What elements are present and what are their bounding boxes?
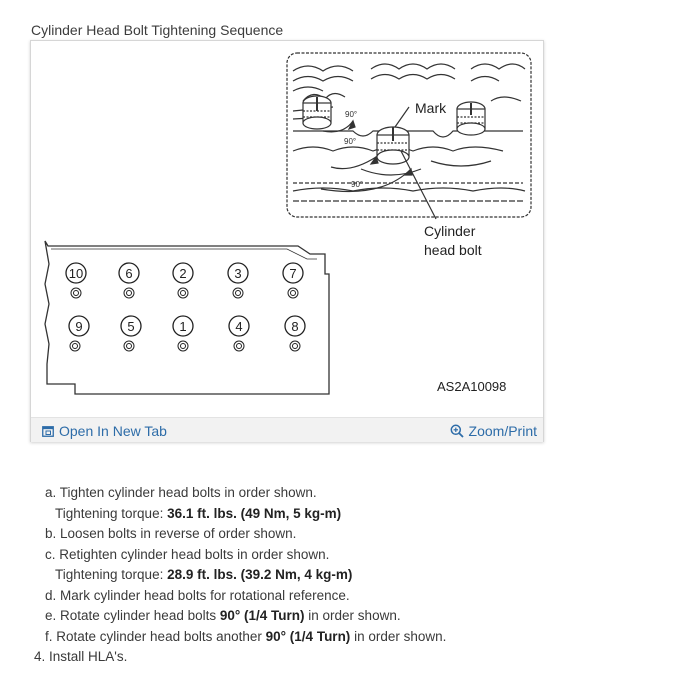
torque-prefix: Tightening torque: bbox=[55, 567, 168, 582]
figure-footer: Open In New Tab Zoom/Print bbox=[31, 417, 543, 442]
bolt-number: 5 bbox=[127, 319, 134, 334]
step-a-torque: Tightening torque: 36.1 ft. lbs. (49 Nm,… bbox=[55, 504, 341, 525]
bolt-position-5: 5 bbox=[120, 315, 142, 352]
bolt-number: 3 bbox=[234, 266, 241, 281]
bolt-position-9: 9 bbox=[68, 315, 90, 352]
step-a: a. Tighten cylinder head bolts in order … bbox=[45, 485, 317, 500]
step-b: b. Loosen bolts in reverse of order show… bbox=[45, 526, 297, 541]
open-in-new-tab-link[interactable]: Open In New Tab bbox=[42, 423, 167, 439]
bolt-number: 10 bbox=[69, 266, 83, 281]
bolt-position-8: 8 bbox=[284, 315, 306, 352]
bolt-number: 9 bbox=[75, 319, 82, 334]
bolt-position-1: 1 bbox=[172, 315, 194, 352]
zoom-print-link[interactable]: Zoom/Print bbox=[450, 423, 537, 439]
step-d: d. Mark cylinder head bolts for rotation… bbox=[45, 587, 350, 603]
angle-label-3: 90° bbox=[351, 180, 363, 189]
figure-code: AS2A10098 bbox=[437, 379, 506, 394]
bolt-position-2: 2 bbox=[172, 262, 194, 299]
angle-label-1: 90° bbox=[345, 110, 357, 119]
bolt-head-right bbox=[456, 101, 486, 136]
bolt-position-6: 6 bbox=[118, 262, 140, 299]
mark-label: Mark bbox=[415, 100, 447, 116]
open-new-tab-icon bbox=[42, 425, 54, 437]
step-f-angle: 90° (1/4 Turn) bbox=[265, 628, 351, 644]
zoom-magnifier-icon bbox=[450, 424, 464, 438]
bolt-number: 1 bbox=[179, 319, 186, 334]
callout-label-line2: head bolt bbox=[424, 242, 482, 258]
callout-label-line1: Cylinder bbox=[424, 223, 476, 239]
step-c: c. Retighten cylinder head bolts in orde… bbox=[45, 546, 330, 562]
bolt-position-3: 3 bbox=[227, 262, 249, 299]
bolt-position-10: 10 bbox=[65, 262, 87, 299]
figure-container: 90° 90° 90° Mark Cylinder head bolt 10 6 bbox=[30, 40, 544, 442]
bolt-number: 2 bbox=[179, 266, 186, 281]
bolt-number: 6 bbox=[125, 266, 132, 281]
bolt-sequence-diagram: 90° 90° 90° Mark Cylinder head bolt 10 6 bbox=[44, 52, 532, 395]
step-f-suffix: in order shown. bbox=[350, 628, 447, 644]
bolt-head-center bbox=[376, 126, 410, 165]
step-c-torque: Tightening torque: 28.9 ft. lbs. (39.2 N… bbox=[55, 565, 352, 586]
zoom-print-label: Zoom/Print bbox=[468, 423, 537, 439]
bolt-number: 4 bbox=[235, 319, 242, 334]
angle-label-2: 90° bbox=[344, 137, 356, 146]
torque-value: 28.9 ft. lbs. (39.2 Nm, 4 kg-m) bbox=[167, 567, 353, 582]
step-e-suffix: in order shown. bbox=[304, 608, 401, 623]
cylinder-head-outline bbox=[44, 240, 330, 395]
step-e-angle: 90° (1/4 Turn) bbox=[219, 608, 305, 623]
bolt-number: 7 bbox=[289, 266, 296, 281]
bolt-position-4: 4 bbox=[228, 315, 250, 352]
figure-title: Cylinder Head Bolt Tightening Sequence bbox=[31, 22, 284, 38]
step-f: f. Rotate cylinder head bolts another 90… bbox=[45, 627, 446, 648]
step-e-prefix: e. Rotate cylinder head bolts bbox=[45, 608, 220, 623]
bolt-detail-inset: 90° 90° 90° Mark bbox=[286, 52, 532, 220]
step-e: e. Rotate cylinder head bolts 90° (1/4 T… bbox=[45, 606, 401, 627]
open-in-new-tab-label: Open In New Tab bbox=[59, 423, 167, 439]
step-f-prefix: f. Rotate cylinder head bolts another bbox=[45, 628, 266, 644]
step-4: 4. Install HLA's. bbox=[34, 649, 128, 664]
bolt-row-top: 10 6 2 3 7 bbox=[65, 262, 304, 299]
torque-value: 36.1 ft. lbs. (49 Nm, 5 kg-m) bbox=[167, 505, 342, 521]
torque-prefix: Tightening torque: bbox=[55, 505, 168, 521]
bolt-number: 8 bbox=[291, 319, 298, 334]
bolt-head-left bbox=[302, 95, 332, 130]
bolt-position-7: 7 bbox=[282, 262, 304, 299]
bolt-row-bottom: 9 5 1 4 8 bbox=[68, 315, 306, 352]
